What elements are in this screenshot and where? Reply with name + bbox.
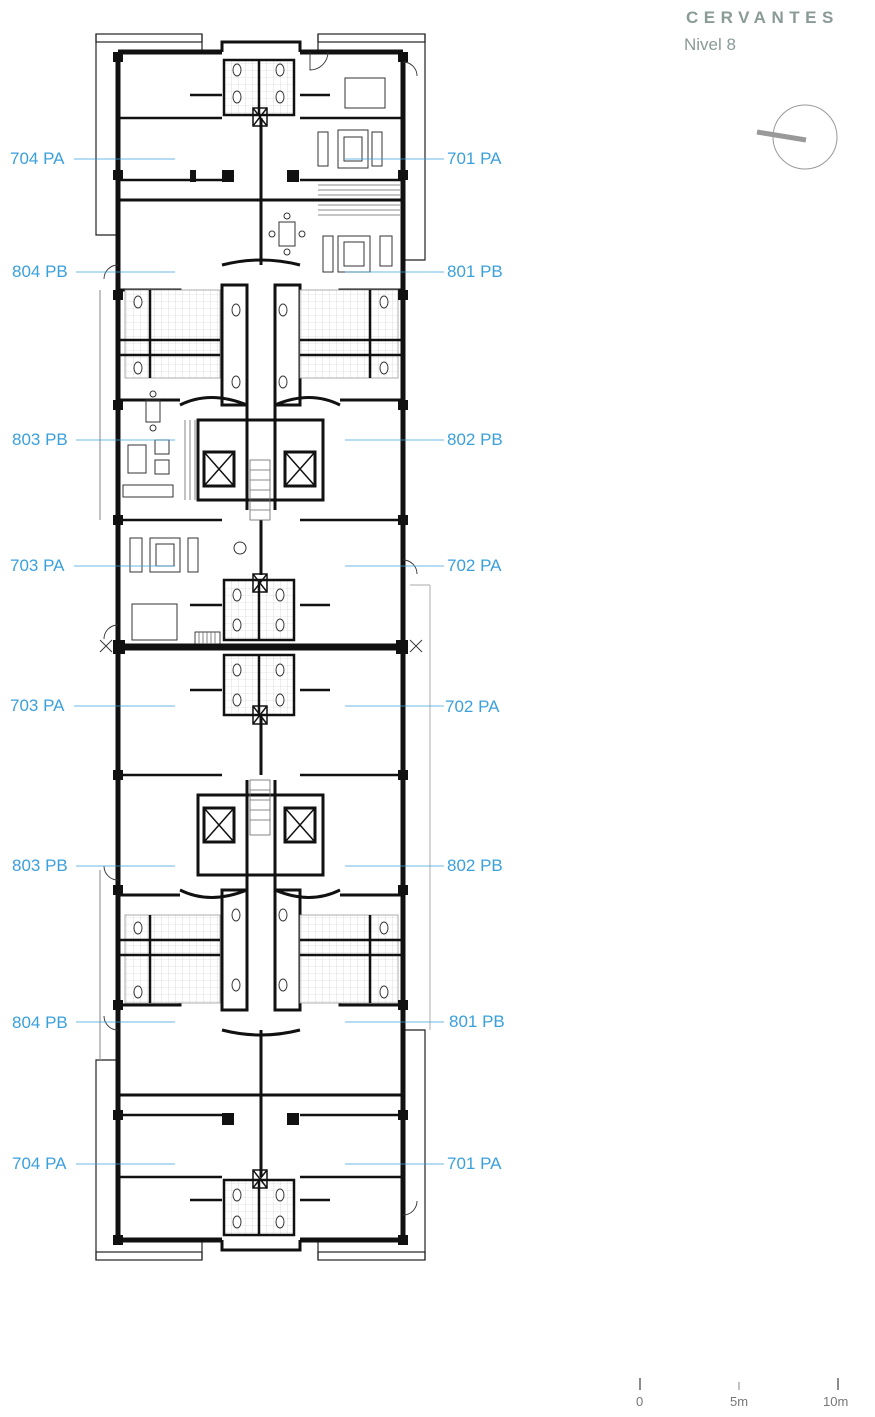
unit-label-802-pb: 802 PB — [447, 856, 503, 875]
unit-label-703-pa: 703 PA — [10, 556, 65, 575]
balcony-outlines — [95, 33, 431, 1261]
unit-label-702-pa: 702 PA — [445, 697, 500, 716]
level-subtitle: Nivel 8 — [684, 35, 736, 54]
label-leaders — [74, 158, 444, 1165]
elevator-shafts — [203, 107, 316, 1189]
unit-label-801-pb: 801 PB — [449, 1012, 505, 1031]
unit-label-804-pb: 804 PB — [12, 262, 68, 281]
unit-label-703-pa: 703 PA — [10, 696, 65, 715]
scale-label-5m: 5m — [730, 1394, 749, 1409]
unit-label-701-pa: 701 PA — [447, 149, 502, 168]
unit-label-804-pb: 804 PB — [12, 1013, 68, 1032]
unit-label-801-pb: 801 PB — [447, 262, 503, 281]
unit-label-702-pa: 702 PA — [447, 556, 502, 575]
scale-bar — [639, 1378, 839, 1390]
north-arrow-icon — [756, 104, 838, 170]
columns — [113, 52, 408, 1245]
door-swings — [99, 51, 423, 1216]
unit-label-803-pb: 803 PB — [12, 856, 68, 875]
unit-label-704-pa: 704 PA — [12, 1154, 67, 1173]
unit-label-802-pb: 802 PB — [447, 430, 503, 449]
unit-label-701-pa: 701 PA — [447, 1154, 502, 1173]
unit-label-704-pa: 704 PA — [10, 149, 65, 168]
scale-label-10m: 10m — [823, 1394, 849, 1409]
project-title: CERVANTES — [686, 8, 839, 27]
stairs — [184, 184, 400, 836]
scale-label-0: 0 — [636, 1394, 644, 1409]
unit-label-803-pb: 803 PB — [12, 430, 68, 449]
furniture — [122, 77, 393, 641]
plumbing-fixtures — [133, 63, 389, 1229]
floor-slab-lines — [118, 116, 403, 1179]
